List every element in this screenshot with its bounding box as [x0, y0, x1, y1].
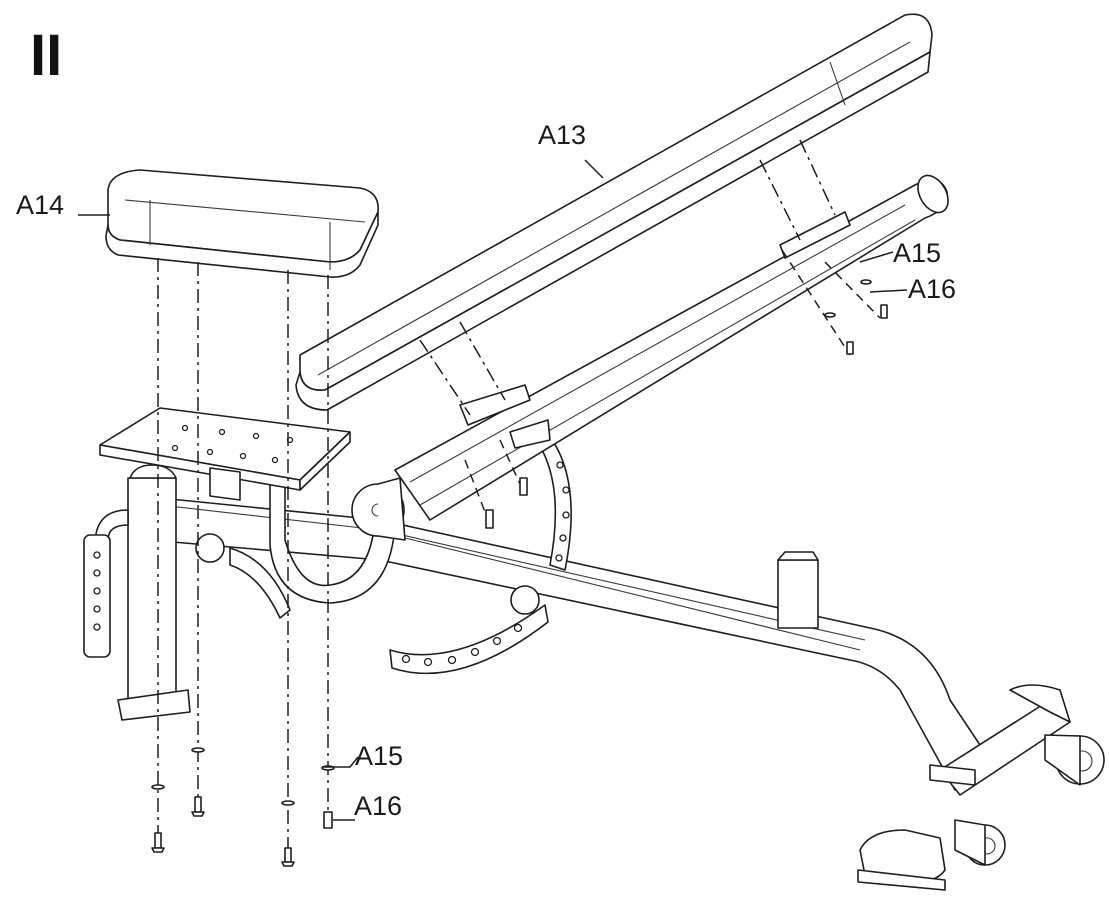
bottom-fasteners	[151, 747, 335, 867]
bench-frame	[83, 424, 1105, 891]
callout-leaders	[78, 159, 908, 821]
upper-arc-holes	[555, 461, 570, 562]
label-a15-right: A15	[893, 238, 941, 268]
handle-holes	[93, 551, 101, 631]
label-a13: A13	[538, 120, 586, 150]
lower-arc-holes	[401, 623, 523, 667]
label-a15-bottom: A15	[355, 741, 403, 771]
right-fasteners	[464, 249, 888, 529]
label-a16-right: A16	[908, 274, 956, 304]
label-a14: A14	[16, 190, 64, 220]
a13-back-pad	[295, 13, 933, 416]
seat-guide-lines	[157, 258, 329, 850]
step-label: II	[30, 23, 62, 88]
a14-seat-pad	[105, 169, 379, 278]
label-a16-bottom: A16	[354, 791, 402, 821]
back-support-rail	[394, 174, 949, 521]
